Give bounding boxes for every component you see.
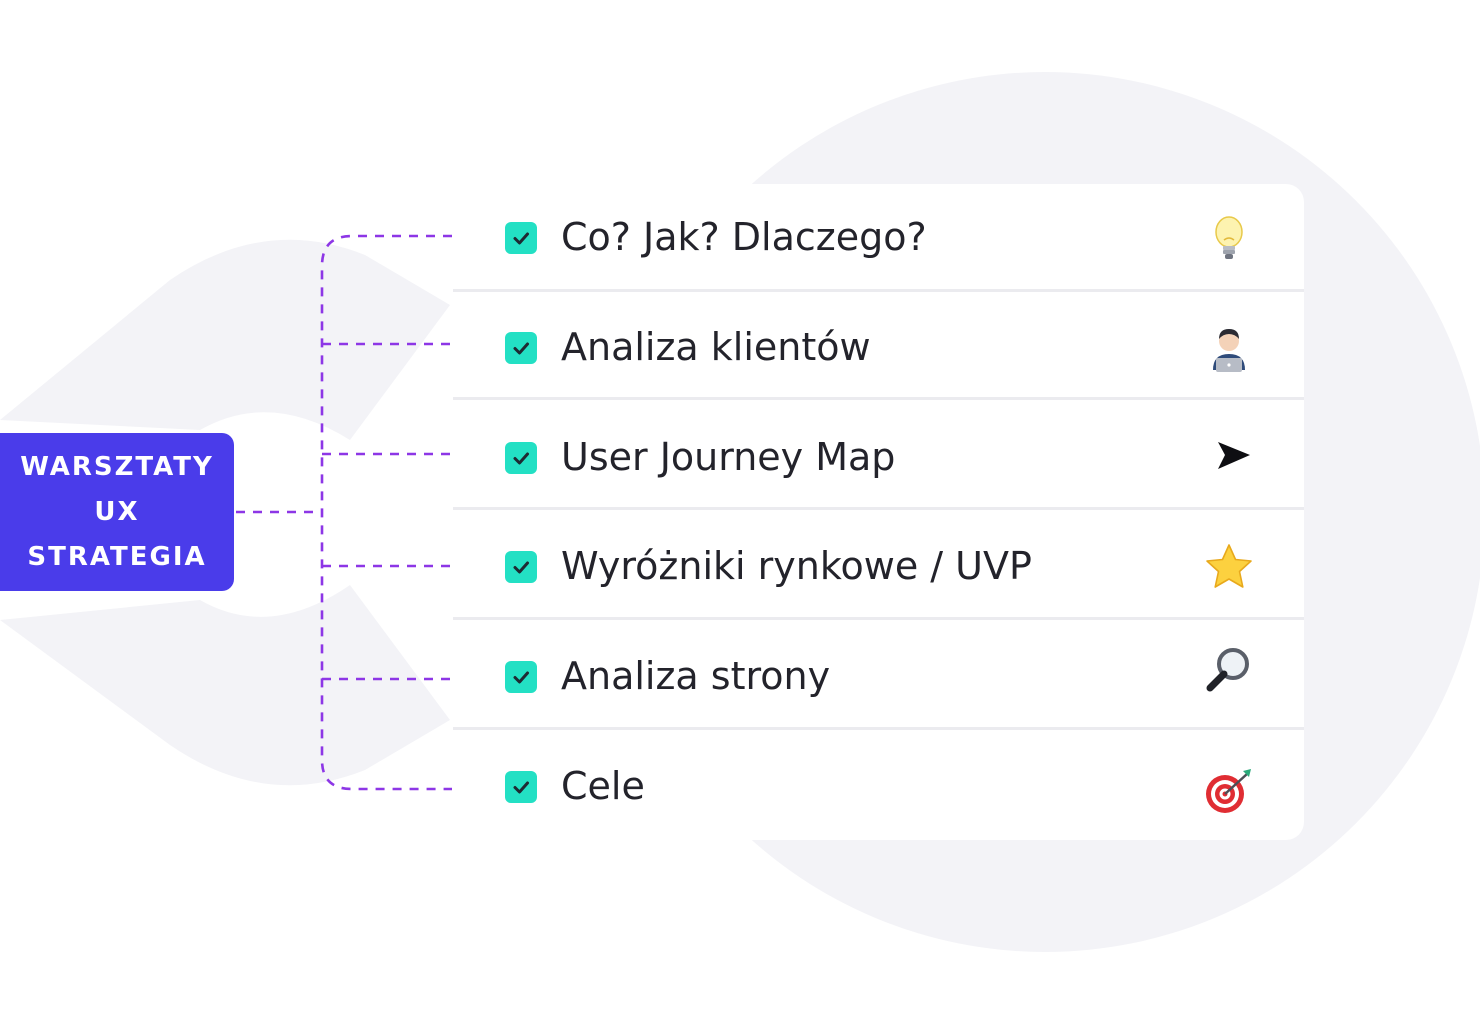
list-item: User Journey Map	[453, 402, 1304, 510]
check-icon	[513, 452, 529, 465]
list-item-label: User Journey Map	[561, 435, 896, 479]
checkbox[interactable]	[505, 222, 537, 254]
list-item-label: Analiza klientów	[561, 325, 871, 369]
light-bulb-icon	[1201, 210, 1257, 266]
magnifying-glass-icon	[1201, 642, 1257, 698]
list-item: Wyróżniki rynkowe / UVP	[453, 512, 1304, 620]
check-icon	[513, 342, 529, 355]
arrow-pointer-icon	[1201, 426, 1257, 482]
list-item: Cele	[453, 732, 1304, 840]
checkbox[interactable]	[505, 661, 537, 693]
background-chevron-bottom	[0, 585, 450, 786]
list-item: Co? Jak? Dlaczego?	[453, 184, 1304, 292]
star-icon	[1201, 540, 1257, 596]
list-item-label: Analiza strony	[561, 654, 831, 698]
checklist-card: Co? Jak? Dlaczego? Analiza klientów	[453, 184, 1304, 840]
check-icon	[513, 671, 529, 684]
check-icon	[513, 232, 529, 245]
list-item: Analiza klientów	[453, 292, 1304, 400]
connector-trunk	[320, 234, 452, 791]
root-line-3: STRATEGIA	[27, 541, 207, 572]
checkbox[interactable]	[505, 442, 537, 474]
checkbox[interactable]	[505, 551, 537, 583]
list-item-label: Cele	[561, 764, 645, 808]
background-chevron-top	[0, 239, 450, 440]
list-item-label: Wyróżniki rynkowe / UVP	[561, 544, 1032, 588]
root-line-1: WARSZTATY	[20, 451, 214, 482]
list-item: Analiza strony	[453, 622, 1304, 730]
checkbox[interactable]	[505, 332, 537, 364]
check-icon	[513, 561, 529, 574]
checkbox[interactable]	[505, 771, 537, 803]
check-icon	[513, 781, 529, 794]
list-item-label: Co? Jak? Dlaczego?	[561, 215, 927, 259]
target-dart-icon	[1201, 762, 1257, 818]
root-node: WARSZTATY UX STRATEGIA	[0, 433, 234, 591]
person-laptop-icon	[1201, 322, 1257, 378]
root-line-2: UX	[94, 496, 140, 527]
